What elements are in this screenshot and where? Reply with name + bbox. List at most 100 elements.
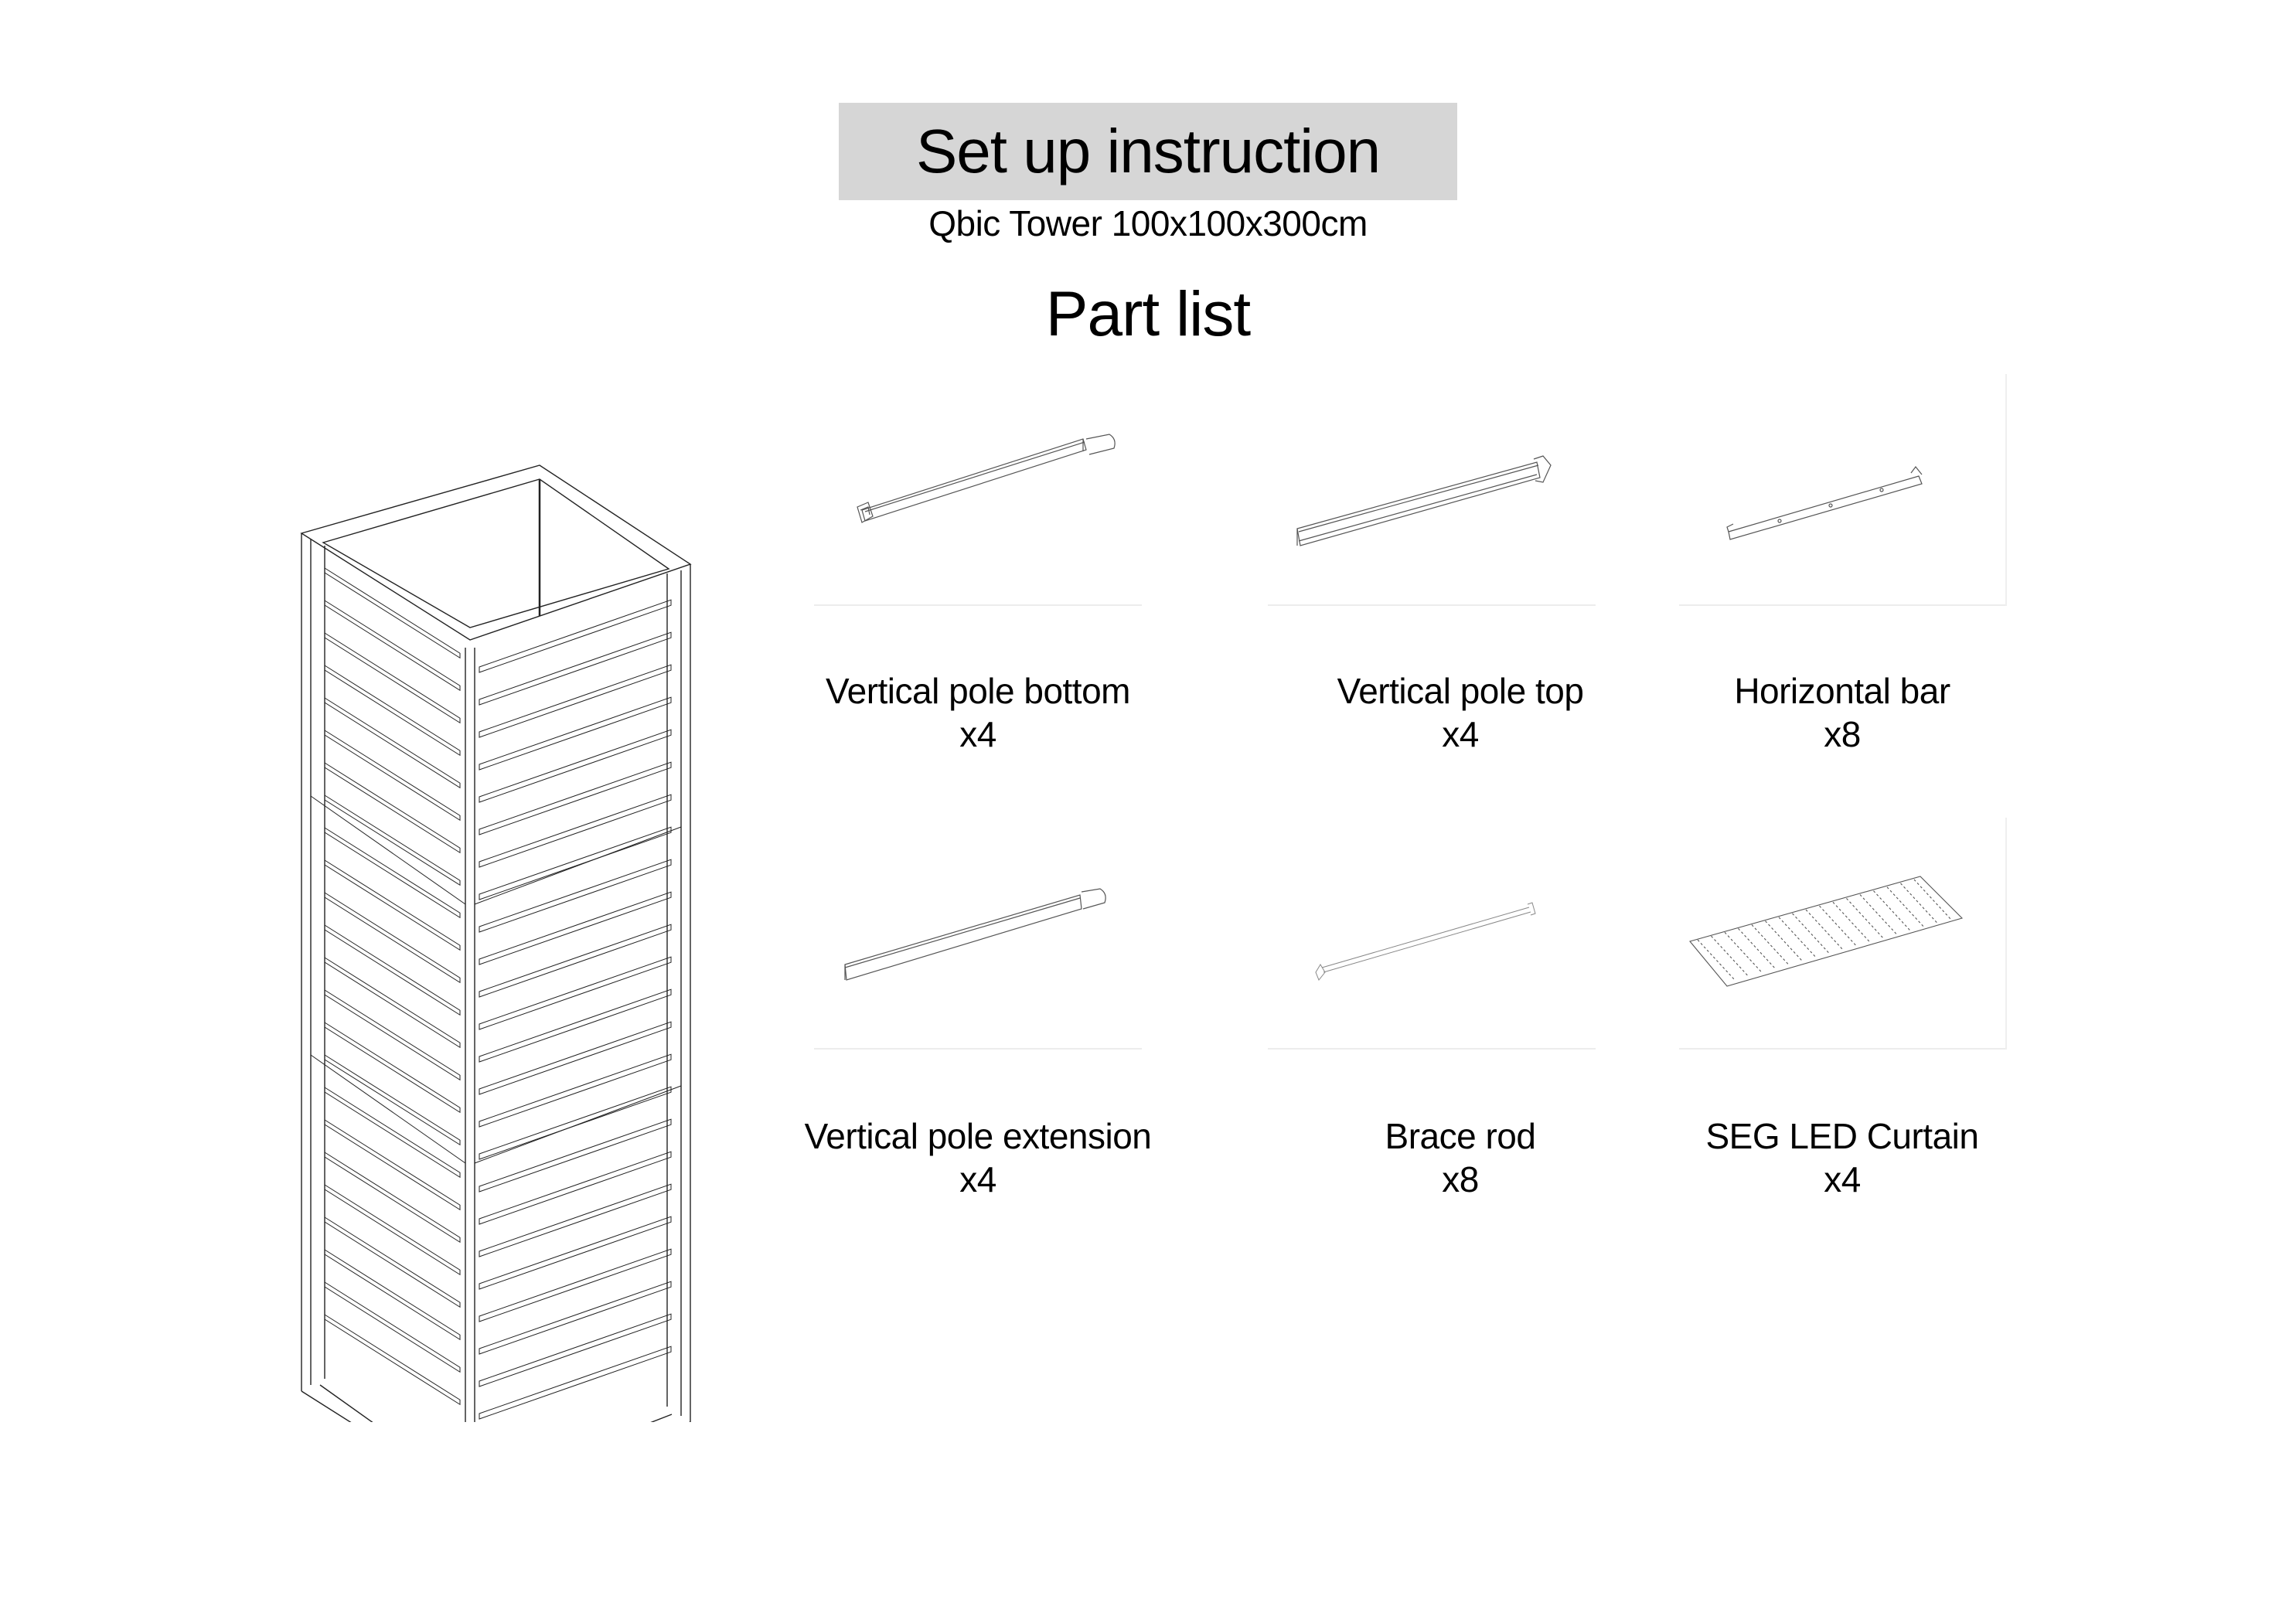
tower-led-strip (479, 859, 672, 933)
tower-led-strip (479, 891, 672, 965)
curtain-led-strip (1724, 931, 1763, 973)
tower-led-strip (324, 892, 461, 984)
card-divider (1679, 604, 2007, 606)
tower-led-strip (324, 924, 461, 1016)
part-card-vertical-pole-extension (814, 818, 1142, 1050)
page-title: Set up instruction (915, 117, 1381, 185)
tower-led-strip (479, 696, 672, 771)
section-title: Part list (1045, 279, 1251, 349)
part-card-vertical-pole-top (1268, 374, 1596, 606)
part-label-led-curtain: SEG LED Curtain x4 (1610, 1114, 2074, 1201)
part-label-horizontal-bar: Horizontal bar x8 (1610, 669, 2074, 756)
part-name: Vertical pole top (1337, 671, 1584, 711)
tower-led-strip (324, 1216, 461, 1308)
tower-led-strip (479, 599, 672, 673)
tower-led-strip (479, 826, 672, 900)
curtain-led-strip (1846, 898, 1884, 939)
tower-led-strip (324, 762, 461, 854)
vertical-pole-bottom-drawing (857, 434, 1116, 523)
part-card-brace-rod (1268, 818, 1596, 1050)
curtain-led-strip (1859, 894, 1898, 935)
part-card-led-curtain (1679, 818, 2007, 1050)
tower-brace (474, 1085, 682, 1164)
tower-led-strip (479, 1053, 672, 1128)
curtain-led-strip (1900, 883, 1938, 924)
vertical-pole-top-drawing (1296, 455, 1552, 546)
tower-led-strip (479, 664, 672, 738)
part-label-vertical-pole-extension: Vertical pole extension x4 (746, 1114, 1210, 1201)
tower-led-strip (479, 1086, 672, 1160)
tower-led-strip (324, 632, 461, 724)
card-divider (1679, 1048, 2007, 1050)
tower-led-strip (324, 1152, 461, 1244)
tower-led-strip (324, 1087, 461, 1179)
part-qty: x8 (1442, 1159, 1479, 1199)
tower-led-strip (479, 1346, 672, 1420)
curtain-led-strip (1738, 928, 1776, 969)
card-border (2005, 374, 2007, 606)
tower-led-strip (324, 1249, 461, 1341)
tower-brace (474, 826, 682, 905)
tower-bottom-rail (319, 1384, 673, 1422)
tower-led-strip (324, 697, 461, 789)
curtain-led-strip (1778, 917, 1817, 958)
tower-led-strip (479, 729, 672, 803)
product-subtitle: Qbic Tower 100x100x300cm (928, 203, 1368, 243)
tower-assembly-drawing (300, 464, 692, 1422)
tower-led-strip (479, 794, 672, 868)
card-border (2005, 818, 2007, 1050)
tower-led-strip (324, 1119, 461, 1211)
tower-led-strip (324, 1184, 461, 1276)
tower-led-strip (479, 924, 672, 998)
tower-led-strip (324, 1022, 461, 1114)
tower-led-strip (324, 1281, 461, 1373)
tower-bottom-frame (301, 1390, 690, 1422)
brace-rod-drawing (1315, 902, 1536, 981)
tower-led-strip (324, 600, 461, 692)
tower-led-strip (324, 827, 461, 919)
tower-led-strip (479, 1021, 672, 1095)
tower-led-strip (479, 1216, 672, 1290)
tower-led-strip (479, 761, 672, 835)
card-divider (814, 604, 1142, 606)
tower-led-strip (324, 665, 461, 757)
tower-led-strip (324, 1054, 461, 1146)
part-label-vertical-pole-top: Vertical pole top x4 (1228, 669, 1692, 756)
title-banner (839, 103, 1457, 200)
card-divider (814, 1048, 1142, 1050)
tower-led-strip (324, 794, 461, 886)
horizontal-bar-drawing (1726, 466, 1923, 540)
part-card-horizontal-bar (1679, 374, 2007, 606)
part-name: SEG LED Curtain (1705, 1116, 1979, 1156)
tower-led-strip (479, 1248, 672, 1322)
part-name: Brace rod (1385, 1116, 1536, 1156)
card-divider (1268, 604, 1596, 606)
led-curtain-drawing (1689, 876, 1964, 987)
tower-led-strip (479, 1313, 672, 1387)
curtain-led-strip (1873, 890, 1911, 931)
tower-top-inner (322, 478, 670, 628)
card-divider (1268, 1048, 1596, 1050)
part-name: Vertical pole bottom (825, 671, 1131, 711)
curtain-led-strip (1765, 920, 1803, 961)
curtain-led-strip (1751, 924, 1790, 965)
part-qty: x4 (959, 1159, 996, 1199)
part-qty: x4 (959, 714, 996, 754)
curtain-led-strip (1819, 905, 1857, 947)
tower-left-post (301, 533, 325, 1391)
tower-led-strip (479, 1151, 672, 1225)
vertical-pole-extension-drawing (844, 888, 1106, 981)
tower-led-strip (479, 1281, 672, 1355)
tower-brace (310, 795, 466, 905)
curtain-led-strip (1711, 935, 1749, 977)
tower-led-strip (324, 730, 461, 822)
part-name: Vertical pole extension (804, 1116, 1152, 1156)
tower-front-post (465, 648, 475, 1422)
tower-led-strip (479, 631, 672, 706)
part-name: Horizontal bar (1734, 671, 1950, 711)
tower-led-strip (324, 859, 461, 951)
part-qty: x8 (1824, 714, 1861, 754)
part-card-vertical-pole-bottom (814, 374, 1142, 606)
tower-led-strip (479, 1183, 672, 1257)
tower-led-strip (479, 988, 672, 1063)
